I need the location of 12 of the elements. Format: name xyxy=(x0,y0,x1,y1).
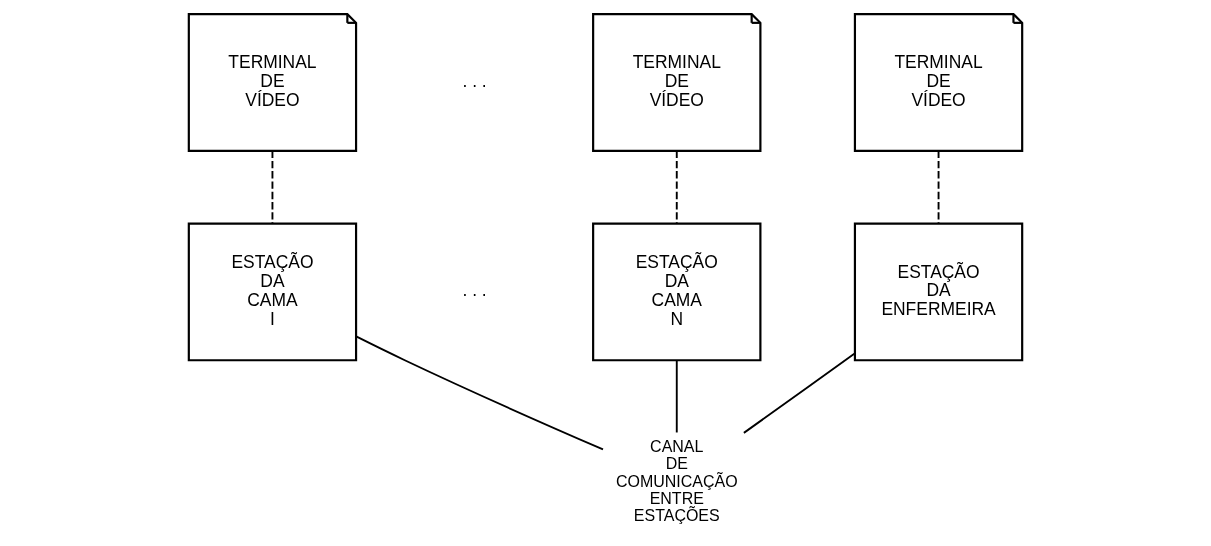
node-text: CANAL DE COMUNICAÇÃO ENTRE ESTAÇÕES xyxy=(615,437,738,525)
connector xyxy=(937,150,940,224)
connector xyxy=(675,150,678,224)
node-box: ESTAÇÃO DA CAMA N xyxy=(592,222,762,362)
connector xyxy=(675,359,678,434)
connector xyxy=(271,150,274,224)
node-box: ESTAÇÃO DA ENFERMEIRA xyxy=(853,222,1024,362)
connector xyxy=(355,335,604,451)
label: . . . xyxy=(462,70,487,91)
connector xyxy=(742,352,856,434)
node-box: ESTAÇÃO DA CAMA I xyxy=(187,222,358,362)
label: . . . xyxy=(462,280,487,301)
